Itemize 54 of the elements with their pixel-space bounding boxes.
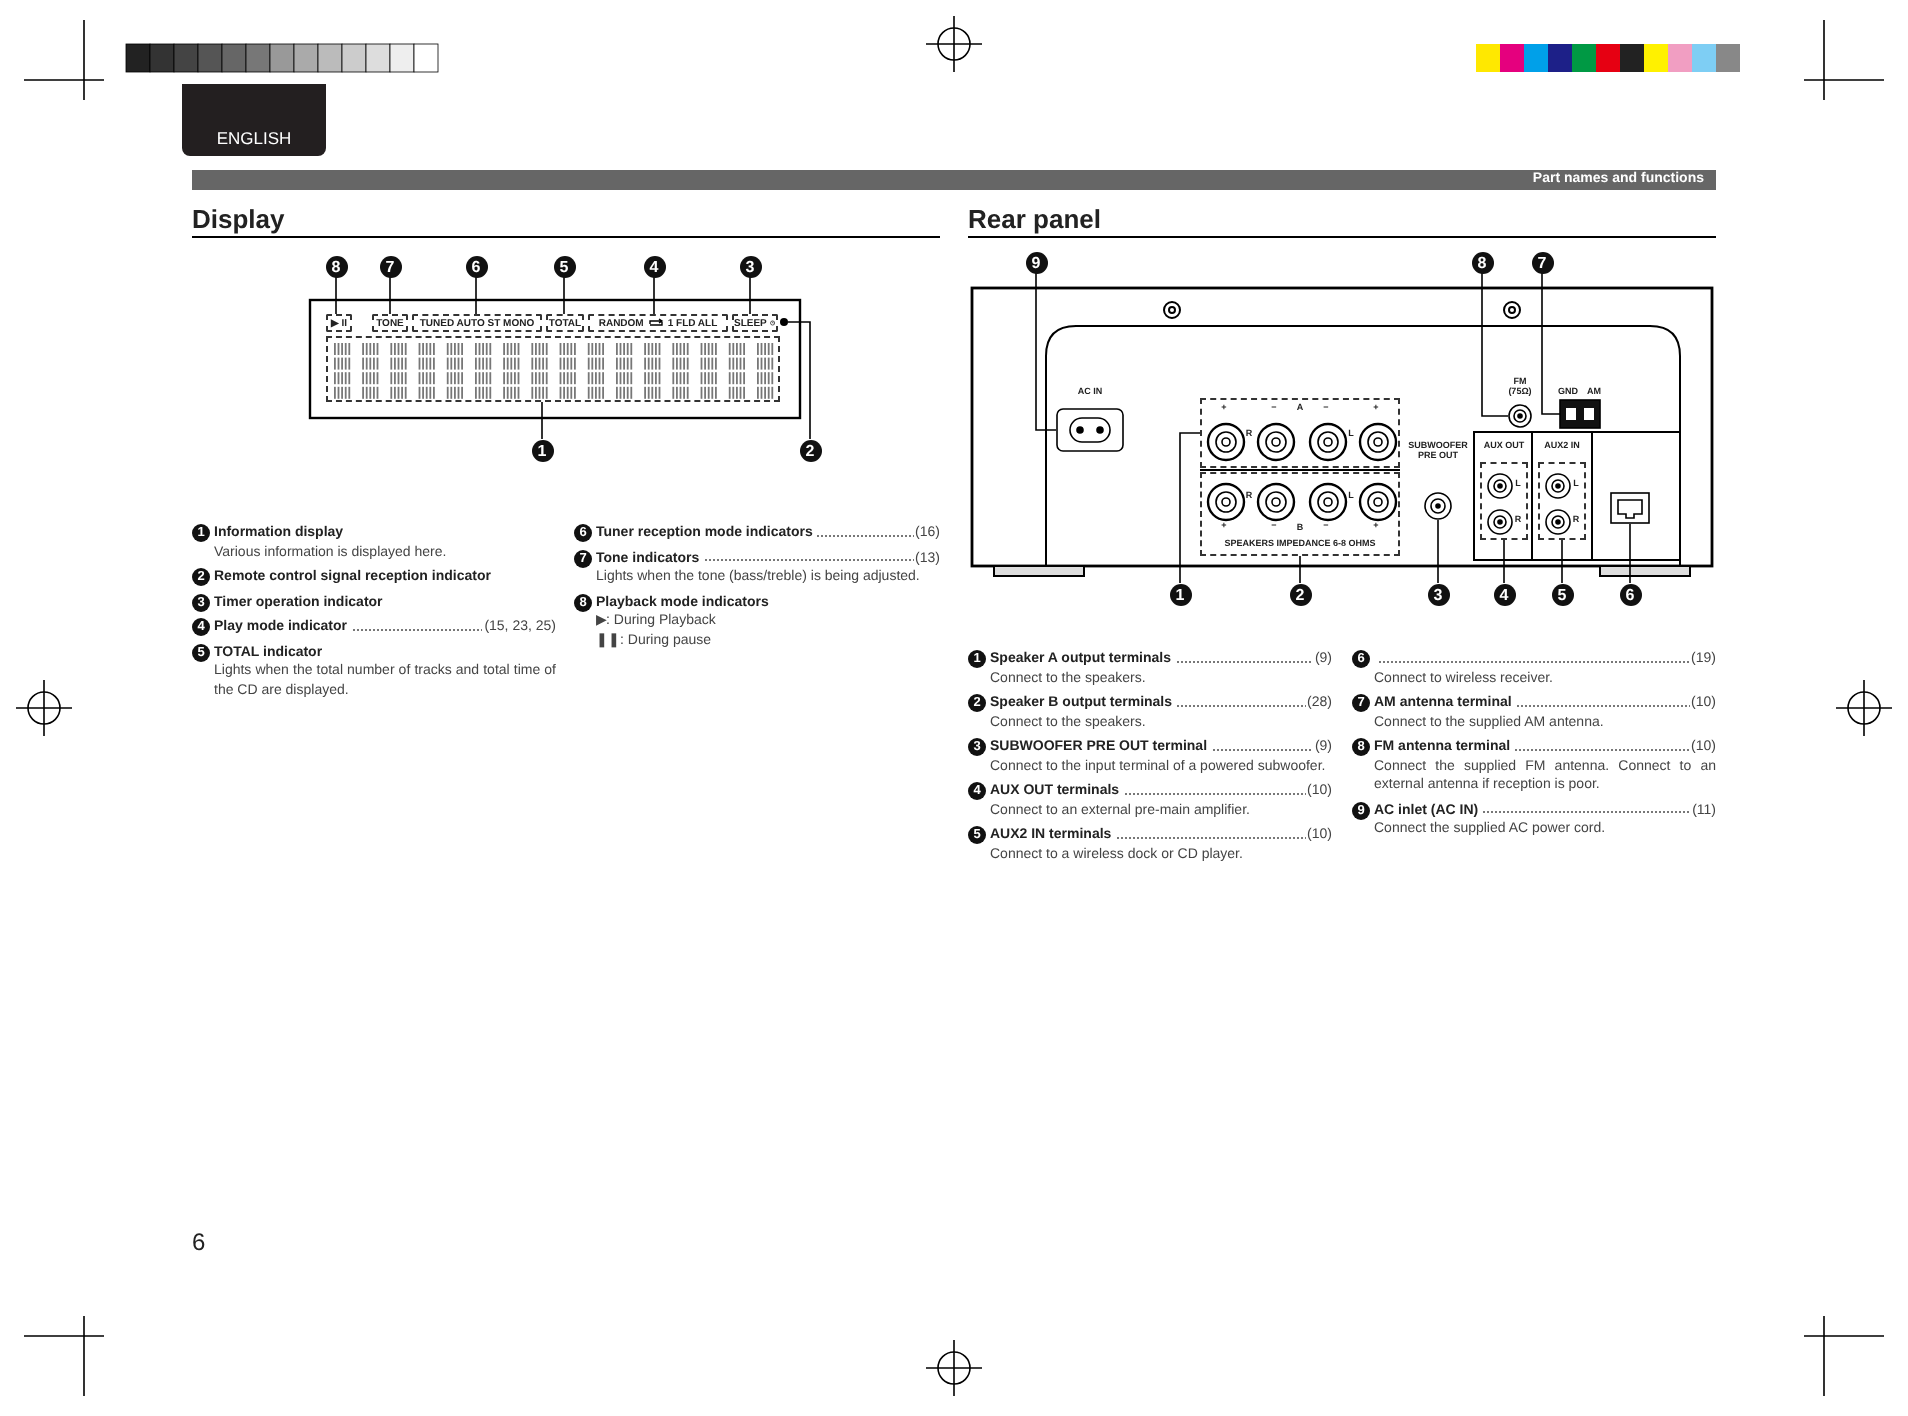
leader-line xyxy=(335,276,337,315)
language-tab: ENGLISH xyxy=(182,84,326,156)
leader-line xyxy=(1299,555,1301,584)
indicator-segment xyxy=(372,314,408,332)
indicator-segment xyxy=(412,314,542,332)
callout-number: 2 xyxy=(799,439,821,461)
callout-number: 8 xyxy=(1471,251,1493,273)
leader-line xyxy=(1561,539,1563,584)
leader-line xyxy=(541,401,543,440)
callout-number: 6 xyxy=(1619,583,1641,605)
section-heading: Display xyxy=(192,204,285,234)
antenna-terminal xyxy=(1560,400,1600,428)
speaker-terminal-group xyxy=(1200,472,1400,556)
indicator-segment xyxy=(588,314,728,332)
section-heading: Rear panel xyxy=(968,204,1101,234)
callout-number: 7 xyxy=(1531,251,1553,273)
leader-line xyxy=(1503,539,1505,584)
indicator-segment xyxy=(732,314,778,332)
callout-number: 5 xyxy=(1551,583,1573,605)
callout-number: 3 xyxy=(1427,583,1449,605)
leader-line xyxy=(1437,519,1439,584)
callout-number: 1 xyxy=(1169,583,1191,605)
network-jack xyxy=(1610,492,1650,524)
leader-line xyxy=(563,276,565,315)
indicator-segment xyxy=(326,314,352,332)
callout-number: 4 xyxy=(643,255,665,277)
callout-number: 4 xyxy=(1493,583,1515,605)
callout-number: 3 xyxy=(739,255,761,277)
leader-line xyxy=(389,276,391,315)
rca-jack-pair xyxy=(1480,462,1528,540)
leader-line xyxy=(787,321,811,440)
speaker-terminal-group xyxy=(1200,398,1400,468)
rca-jack xyxy=(1424,492,1452,520)
leader-line xyxy=(1481,272,1509,417)
leader-line xyxy=(749,276,751,315)
leader-line xyxy=(1179,432,1201,584)
leader-line xyxy=(653,276,655,315)
leader-line xyxy=(1541,272,1561,415)
leader-line xyxy=(475,276,477,315)
leader-line xyxy=(1629,523,1631,584)
leader-line xyxy=(1035,272,1057,431)
callout-number: 6 xyxy=(465,255,487,277)
ac-inlet xyxy=(1056,408,1124,452)
callout-number: 9 xyxy=(1025,251,1047,273)
dot-matrix-display xyxy=(326,336,780,402)
page-number: 6 xyxy=(192,1228,206,1256)
callout-number: 7 xyxy=(379,255,401,277)
callout-number: 5 xyxy=(553,255,575,277)
rca-jack-pair xyxy=(1538,462,1586,540)
callout-number: 1 xyxy=(531,439,553,461)
callout-number: 8 xyxy=(325,255,347,277)
indicator-dot xyxy=(780,318,788,326)
callout-number: 2 xyxy=(1289,583,1311,605)
antenna-terminal xyxy=(1508,404,1532,428)
